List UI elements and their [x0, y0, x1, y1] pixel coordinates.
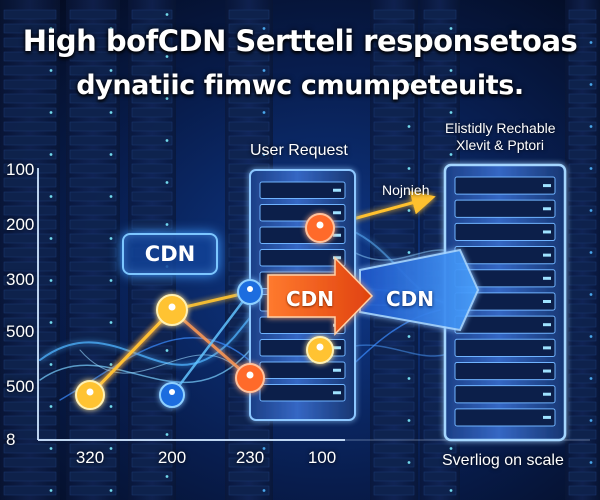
scaling-label: Sverliog on scale	[442, 452, 564, 469]
y-axis-tick: 500	[6, 377, 35, 396]
x-axis-tick: 200	[157, 448, 187, 467]
headline-line-1: High bofCDN Sertteli responsetoas	[22, 24, 578, 58]
y-axis-tick: 500	[6, 322, 35, 341]
cdn-arrows	[267, 248, 480, 336]
y-axis-tick: 100	[6, 160, 35, 179]
user-pin-icon	[237, 279, 263, 305]
cdn-orange-arrow-label: CDN	[286, 287, 335, 311]
cdn-blue-arrow-label: CDN	[386, 287, 435, 311]
user-request-label: User Request	[250, 142, 348, 159]
x-axis-tick: 100	[307, 448, 337, 467]
elastic-label-line-1: Elistidly Rechable	[445, 120, 556, 136]
headline-line-2: dynatiic fimwc cmumpeteuits.	[76, 70, 524, 101]
user-pin-icon	[156, 294, 188, 326]
notifier-label: Nojnieh	[382, 182, 430, 198]
elastic-label-line-2: Xlevit & Pptori	[456, 137, 544, 153]
y-axis-tick: 300	[6, 270, 35, 289]
x-axis-tick: 230	[235, 448, 265, 467]
chart-nodes	[75, 213, 335, 410]
user-pin-icon	[305, 213, 335, 243]
x-axis-tick: 320	[75, 448, 105, 467]
server-rack-icon	[443, 163, 567, 442]
y-axis-tick: 8	[6, 430, 16, 449]
cdn-callout-box: CDN	[122, 233, 218, 275]
y-axis-tick: 200	[6, 215, 35, 234]
user-pin-icon	[75, 380, 105, 410]
user-pin-icon	[306, 336, 334, 364]
user-pin-icon	[159, 382, 185, 408]
user-pin-icon	[235, 363, 265, 393]
